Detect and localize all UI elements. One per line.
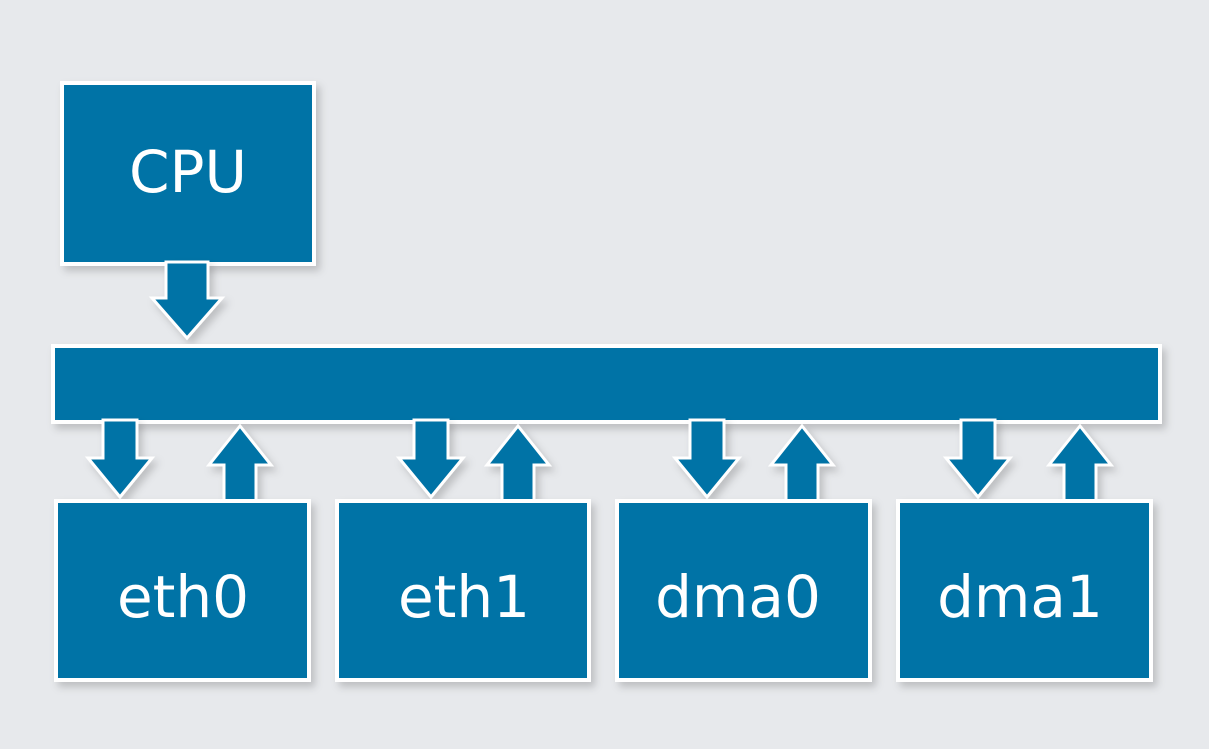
dma1-to-bus-arrow [1045, 423, 1115, 505]
dma0-to-bus-arrow [767, 423, 837, 505]
eth1-label: eth1 [398, 563, 530, 631]
bus-to-eth0-arrow [84, 418, 156, 500]
eth0-block: eth0 [54, 499, 311, 682]
eth0-label: eth0 [117, 563, 249, 631]
system-bus [51, 344, 1162, 424]
dma1-label: dma1 [937, 563, 1103, 631]
eth0-to-bus-arrow [205, 423, 275, 505]
cpu-block: CPU [60, 81, 316, 266]
dma0-block: dma0 [615, 499, 872, 682]
dma1-block: dma1 [896, 499, 1153, 682]
bus-to-dma1-arrow [942, 418, 1014, 500]
cpu-label: CPU [129, 138, 247, 206]
eth1-to-bus-arrow [483, 423, 553, 505]
eth1-block: eth1 [335, 499, 591, 682]
cpu-to-bus-arrow [148, 260, 226, 341]
device-arrows [84, 418, 1115, 505]
dma0-label: dma0 [655, 563, 821, 631]
bus-to-dma0-arrow [671, 418, 743, 500]
bus-to-eth1-arrow [395, 418, 467, 500]
